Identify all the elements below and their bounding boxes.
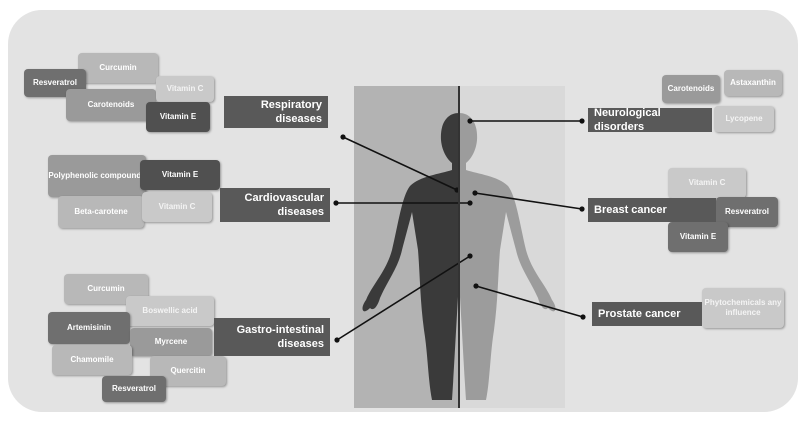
dot bbox=[579, 206, 585, 212]
compound-boswellic-acid: Boswellic acid bbox=[126, 296, 214, 326]
disease-prostate-cancer: Prostate cancer bbox=[592, 302, 702, 326]
human-silhouette bbox=[362, 113, 556, 400]
compound-vitamin-e: Vitamin E bbox=[146, 102, 210, 132]
compound-artemisinin: Artemisinin bbox=[48, 312, 130, 344]
disease-neurological: Neurological disorders bbox=[588, 107, 712, 133]
dot bbox=[333, 200, 339, 206]
compound-vitamin-e: Vitamin E bbox=[668, 222, 728, 252]
connector-lines bbox=[336, 120, 584, 341]
compound-vitamin-c: Vitamin C bbox=[142, 192, 212, 222]
body-right-half bbox=[459, 113, 556, 400]
compound-astaxanthin: Astaxanthin bbox=[724, 70, 782, 96]
dot bbox=[334, 337, 340, 343]
connector-respiratory bbox=[342, 136, 458, 191]
compound-myrcene: Myrcene bbox=[130, 328, 212, 356]
compound-beta-carotene: Beta-carotene bbox=[58, 196, 144, 228]
compound-curcumin: Curcumin bbox=[78, 53, 158, 83]
compound-phytochemicals: Phytochemicals any influence bbox=[702, 288, 784, 328]
dot bbox=[467, 118, 473, 124]
connector-prostate bbox=[475, 285, 584, 318]
compound-vitamin-c: Vitamin C bbox=[668, 168, 746, 198]
compound-resveratrol: Resveratrol bbox=[102, 376, 166, 402]
disease-respiratory: Respiratory diseases bbox=[224, 96, 328, 128]
dot bbox=[467, 253, 473, 259]
dot bbox=[467, 200, 473, 206]
compound-chamomile: Chamomile bbox=[52, 345, 132, 375]
compound-carotenoids: Carotenoids bbox=[66, 89, 156, 121]
compound-vitamin-c: Vitamin C bbox=[156, 76, 214, 102]
disease-breast-cancer: Breast cancer bbox=[588, 198, 716, 222]
connector-dots bbox=[333, 118, 586, 343]
body-left-half bbox=[362, 113, 459, 400]
compound-lycopene: Lycopene bbox=[714, 106, 774, 132]
compound-polyphenolic: Polyphenolic compounds bbox=[48, 155, 146, 197]
dot bbox=[580, 314, 586, 320]
dot bbox=[472, 190, 478, 196]
connector-breast bbox=[474, 192, 583, 210]
body-divider bbox=[458, 86, 460, 408]
disease-cardiovascular: Cardiovascular diseases bbox=[220, 188, 330, 222]
dot bbox=[473, 283, 479, 289]
dot bbox=[579, 118, 585, 124]
compound-carotenoids: Carotenoids bbox=[662, 75, 720, 103]
disease-gastro-intestinal: Gastro-intestinal diseases bbox=[214, 318, 330, 356]
dot bbox=[340, 134, 346, 140]
compound-vitamin-e: Vitamin E bbox=[140, 160, 220, 190]
connector-gastro bbox=[336, 255, 471, 341]
